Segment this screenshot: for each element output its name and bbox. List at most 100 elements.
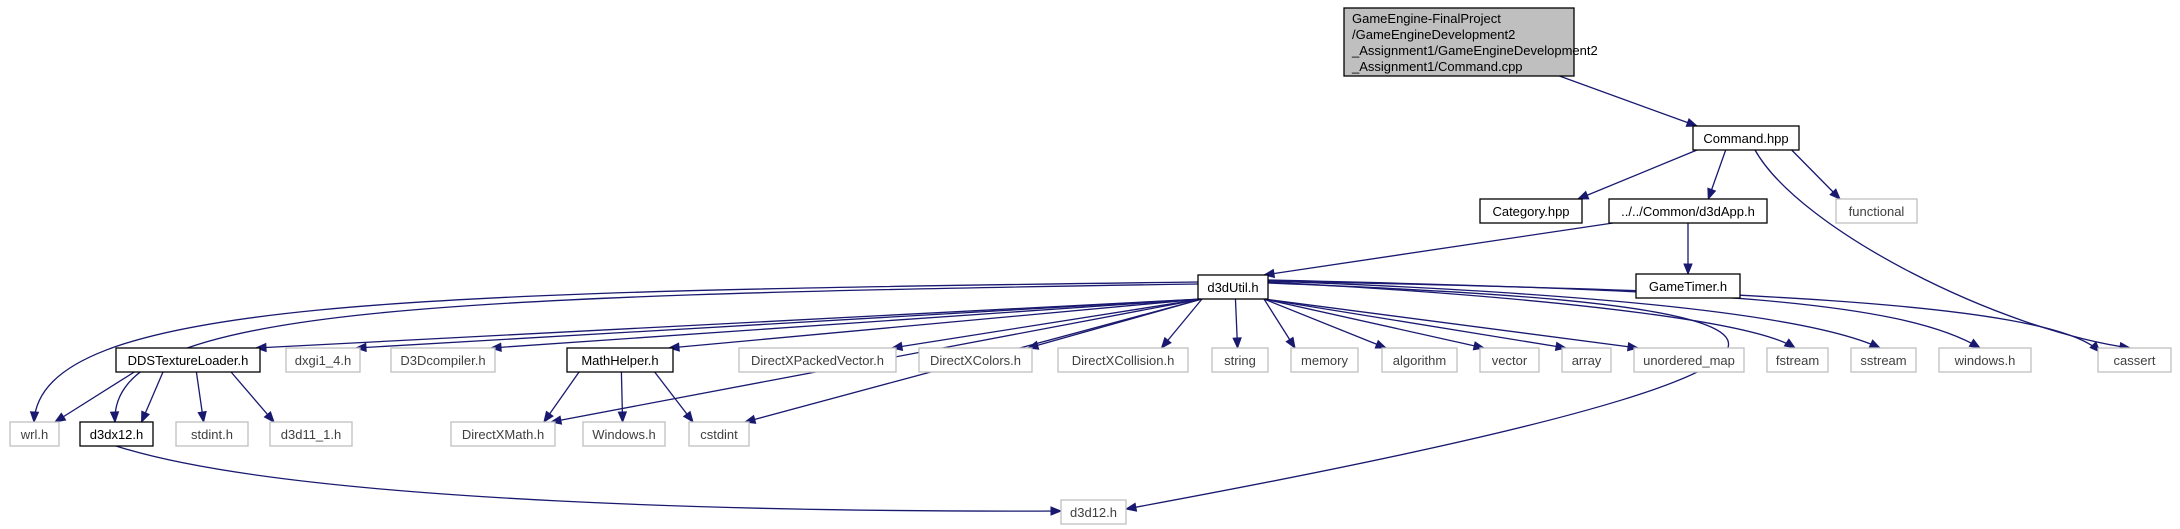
edge-ddstextureloader-h-to-stdint-h bbox=[195, 371, 207, 424]
edge-line bbox=[1791, 149, 1841, 200]
node-box bbox=[1381, 347, 1458, 373]
edge-line bbox=[490, 298, 1203, 349]
arrowhead bbox=[489, 342, 502, 353]
edge-d3dutil-h-to-directxcolors-h bbox=[1026, 298, 1203, 350]
node-unordered-map[interactable]: unordered_map bbox=[1633, 347, 1745, 373]
edge-d3dutil-h-to-vector bbox=[1263, 298, 1486, 351]
arrowhead bbox=[1683, 263, 1693, 276]
edge-d3dutil-h-to-fstream bbox=[1267, 281, 1797, 349]
node-d3dx12-h[interactable]: d3dx12.h bbox=[79, 421, 154, 447]
node-cstdint[interactable]: cstdint bbox=[688, 421, 750, 447]
node-box bbox=[1938, 347, 2032, 373]
arrowhead bbox=[1124, 502, 1138, 512]
arrowhead bbox=[53, 412, 67, 423]
arrowhead bbox=[543, 410, 554, 424]
edge-d3dutil-h-to-ddstextureloader-h bbox=[254, 298, 1203, 353]
node-label: GameEngine-FinalProject bbox=[1352, 11, 1501, 26]
edge-d3dutil-h-to-string bbox=[1232, 298, 1242, 350]
node-box bbox=[566, 347, 674, 373]
node-label: DDSTextureLoader.h bbox=[128, 353, 249, 368]
edge-line bbox=[1263, 298, 1485, 349]
edge-d3dapp-h-to-gametimer-h bbox=[1683, 223, 1693, 276]
edge-line bbox=[1125, 282, 1730, 510]
node-label: ../../Common/d3dApp.h bbox=[1621, 204, 1755, 219]
node-box bbox=[175, 421, 249, 447]
edge-d3dutil-h-to-memory bbox=[1263, 298, 1296, 350]
arrowhead bbox=[29, 411, 40, 424]
node-box bbox=[1479, 347, 1540, 373]
nodes-layer: GameEngine-FinalProject/GameEngineDevelo… bbox=[9, 7, 2172, 525]
node-label: DirectXPackedVector.h bbox=[751, 353, 884, 368]
edge-d3dutil-h-to-algorithm bbox=[1263, 298, 1388, 349]
node-label: vector bbox=[1492, 353, 1528, 368]
node-stdint-h[interactable]: stdint.h bbox=[175, 421, 249, 447]
node-box bbox=[1692, 125, 1800, 151]
node-label: string bbox=[1224, 353, 1256, 368]
node-box bbox=[1850, 347, 1917, 373]
edge-line bbox=[668, 298, 1203, 349]
node-box bbox=[738, 347, 897, 373]
node-d3d11-1-h[interactable]: d3d11_1.h bbox=[269, 421, 353, 447]
node-dxgi1-4-h[interactable]: dxgi1_4.h bbox=[285, 347, 361, 373]
edge-line bbox=[114, 283, 1199, 423]
node-mathhelper-h[interactable]: MathHelper.h bbox=[566, 347, 674, 373]
node-windows-h[interactable]: windows.h bbox=[1938, 347, 2032, 373]
node-functional[interactable]: functional bbox=[1835, 198, 1918, 224]
node-box bbox=[390, 347, 496, 373]
node-box bbox=[1635, 273, 1741, 299]
node-label: cstdint bbox=[700, 427, 738, 442]
node-array[interactable]: array bbox=[1561, 347, 1612, 373]
node-box bbox=[1479, 198, 1583, 224]
node-box bbox=[1211, 347, 1269, 373]
arrowhead bbox=[1026, 340, 1040, 350]
node-label: unordered_map bbox=[1643, 353, 1735, 368]
node-command-hpp[interactable]: Command.hpp bbox=[1692, 125, 1800, 151]
node-memory[interactable]: memory bbox=[1290, 347, 1359, 373]
node-box bbox=[285, 347, 361, 373]
edge-d3dutil-h-to-dxgi1-4-h bbox=[354, 298, 1203, 353]
node-windows-h-cap[interactable]: Windows.h bbox=[582, 421, 666, 447]
node-directxmath-h[interactable]: DirectXMath.h bbox=[450, 421, 556, 447]
node-directxcollision-h[interactable]: DirectXCollision.h bbox=[1057, 347, 1189, 373]
node-category-hpp[interactable]: Category.hpp bbox=[1479, 198, 1583, 224]
node-d3dutil-h[interactable]: d3dUtil.h bbox=[1197, 274, 1269, 300]
node-fstream[interactable]: fstream bbox=[1766, 347, 1829, 373]
node-d3dapp-h[interactable]: ../../Common/d3dApp.h bbox=[1608, 198, 1768, 224]
edge-line bbox=[891, 298, 1203, 349]
node-label: d3dUtil.h bbox=[1207, 280, 1258, 295]
node-label: functional bbox=[1849, 204, 1905, 219]
edge-d3dutil-h-to-d3dcompiler-h bbox=[489, 298, 1203, 353]
node-label: DirectXColors.h bbox=[930, 353, 1021, 368]
node-string[interactable]: string bbox=[1211, 347, 1269, 373]
arrowhead bbox=[354, 342, 367, 353]
node-d3d12-h[interactable]: d3d12.h bbox=[1060, 499, 1127, 525]
edge-line bbox=[1267, 280, 2101, 353]
node-algorithm[interactable]: algorithm bbox=[1381, 347, 1458, 373]
node-label: fstream bbox=[1776, 353, 1819, 368]
node-directxpackedvector-h[interactable]: DirectXPackedVector.h bbox=[738, 347, 897, 373]
node-label: D3Dcompiler.h bbox=[400, 353, 485, 368]
edge-command-hpp-to-functional bbox=[1791, 149, 1841, 200]
node-box bbox=[582, 421, 666, 447]
node-root[interactable]: GameEngine-FinalProject/GameEngineDevelo… bbox=[1343, 7, 1598, 77]
node-directxcolors-h[interactable]: DirectXColors.h bbox=[918, 347, 1033, 373]
node-wrl-h[interactable]: wrl.h bbox=[9, 421, 60, 447]
node-ddstextureloader-h[interactable]: DDSTextureLoader.h bbox=[115, 347, 261, 373]
node-label: DirectXCollision.h bbox=[1072, 353, 1175, 368]
arrowhead bbox=[1868, 339, 1882, 349]
edge-d3dutil-h-to-unordered-map bbox=[1263, 298, 1640, 352]
node-d3dcompiler-h[interactable]: D3Dcompiler.h bbox=[390, 347, 496, 373]
node-sstream[interactable]: sstream bbox=[1850, 347, 1917, 373]
node-gametimer-h[interactable]: GameTimer.h bbox=[1635, 273, 1741, 299]
node-box bbox=[1343, 7, 1575, 77]
edge-mathhelper-h-to-directxmath-h bbox=[543, 371, 580, 424]
node-label: MathHelper.h bbox=[581, 353, 658, 368]
node-vector[interactable]: vector bbox=[1479, 347, 1540, 373]
node-label: d3dx12.h bbox=[90, 427, 144, 442]
node-cassert[interactable]: cassert bbox=[2097, 347, 2172, 373]
node-box bbox=[1835, 198, 1918, 224]
arrowhead bbox=[1685, 117, 1699, 127]
node-label: Command.hpp bbox=[1703, 131, 1788, 146]
edge-ddstextureloader-h-to-d3dx12-h bbox=[140, 371, 164, 424]
node-box bbox=[9, 421, 60, 447]
